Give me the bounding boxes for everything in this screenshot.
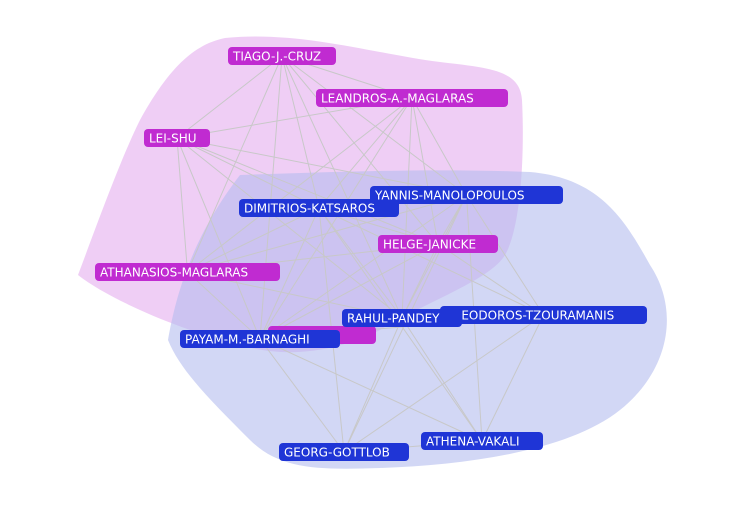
edge-payam-athena — [259, 338, 483, 442]
node-box-tiago — [228, 47, 336, 65]
node-label-georg: GEORG-GOTTLOB — [284, 446, 390, 460]
node-leishu[interactable]: LEI-SHU — [144, 129, 210, 147]
node-box-leishu — [144, 129, 210, 147]
edge-dimitrios-payam — [259, 207, 320, 340]
node-label-helge: HELGE-JANICKE — [383, 238, 476, 252]
node-label-yannis: YANNIS-MANOLOPOULOS — [374, 189, 525, 203]
edge-rahul-athena — [401, 317, 483, 442]
node-label-athanasios: ATHANASIOS-MAGLARAS — [100, 266, 248, 280]
node-tiago[interactable]: TIAGO-J.-CRUZ — [228, 47, 336, 65]
edge-yannis-payam — [259, 194, 467, 340]
node-yannis[interactable]: YANNIS-MANOLOPOULOS — [370, 186, 563, 204]
edge-theodoros-georg — [343, 314, 544, 453]
edge-tiago-payam — [259, 55, 283, 340]
edge-yannis-rahul — [401, 194, 467, 319]
edge-helge-theodoros — [437, 243, 544, 316]
edge-helge-rahul — [401, 243, 439, 319]
node-athanasios[interactable]: ATHANASIOS-MAGLARAS — [95, 263, 280, 281]
node-georg[interactable]: GEORG-GOTTLOB — [279, 443, 409, 461]
node-label-athena: ATHENA-VAKALI — [426, 435, 520, 449]
edge-leandros-yannis — [411, 97, 467, 196]
node-label-leishu: LEI-SHU — [149, 132, 197, 146]
node-payam[interactable]: PAYAM-M.-BARNAGHI — [180, 330, 340, 348]
node-box-theodoros — [440, 306, 647, 324]
node-label-leandros: LEANDROS-A.-MAGLARAS — [321, 92, 474, 106]
edge-tiago-yannis — [281, 55, 467, 196]
edge-yannis-theodoros — [466, 194, 544, 316]
node-box-helge — [378, 235, 498, 253]
node-rahul[interactable]: RAHUL-PANDEY — [342, 309, 462, 327]
edge-leishu-dimitrios — [176, 137, 320, 209]
node-label-theodoros: THEODOROS-TZOURAMANIS — [444, 309, 614, 323]
edge-helge-payam — [259, 243, 439, 340]
node-box-athena — [421, 432, 543, 450]
node-box-athanasios — [95, 263, 280, 281]
node-helge[interactable]: HELGE-JANICKE — [378, 235, 498, 253]
edge-payam-georg — [259, 338, 345, 453]
edge-leishu-athanasios — [176, 137, 188, 273]
node-label-dimitrios: DIMITRIOS-KATSAROS — [244, 202, 375, 216]
edge-leandros-dimitrios — [318, 97, 413, 209]
node-label-payam: PAYAM-M.-BARNAGHI — [185, 333, 310, 347]
nodes-layer: TIAGO-J.-CRUZ LEANDROS-A.-MAGLARAS LEI-SHU… — [95, 47, 647, 461]
node-box-payam — [180, 330, 340, 348]
edge-leishu-helge — [176, 137, 439, 245]
edge-leandros-payam — [259, 97, 413, 340]
node-label-tiago: TIAGO-J.-CRUZ — [232, 50, 321, 64]
edge-tiago-athanasios — [187, 55, 283, 273]
edge-tiago-dimitrios — [281, 55, 320, 209]
node-box-leandros — [316, 89, 508, 107]
node-theodoros[interactable]: THEODOROS-TZOURAMANIS — [440, 306, 647, 324]
node-leandros[interactable]: LEANDROS-A.-MAGLARAS — [316, 89, 508, 107]
node-dimitrios[interactable]: DIMITRIOS-KATSAROS — [239, 199, 399, 217]
edge-leandros-athanasios — [187, 97, 413, 273]
edge-yannis-athanasios — [187, 194, 467, 273]
edge-dimitrios-athanasios — [187, 207, 320, 273]
edge-leandros-helge — [411, 97, 439, 245]
node-box-rahul — [342, 309, 462, 327]
node-box-dimitrios — [239, 199, 399, 217]
node-label-rahul: RAHUL-PANDEY — [347, 312, 440, 326]
edge-athanasios-payam — [187, 271, 261, 340]
edge-leishu-yannis — [176, 137, 467, 196]
node-box-yannis — [370, 186, 563, 204]
edge-theodoros-athena — [481, 314, 544, 442]
edge-dimitrios-rahul — [318, 207, 403, 319]
edge-leishu-payam — [176, 137, 261, 340]
edge-tiago-helge — [281, 55, 439, 245]
edge-tiago-leishu — [176, 55, 283, 139]
node-box-georg — [279, 443, 409, 461]
edge-rahul-georg — [343, 317, 403, 453]
edge-leandros-rahul — [401, 97, 413, 319]
edge-leishu-rahul — [176, 137, 403, 319]
node-athena[interactable]: ATHENA-VAKALI — [421, 432, 543, 450]
